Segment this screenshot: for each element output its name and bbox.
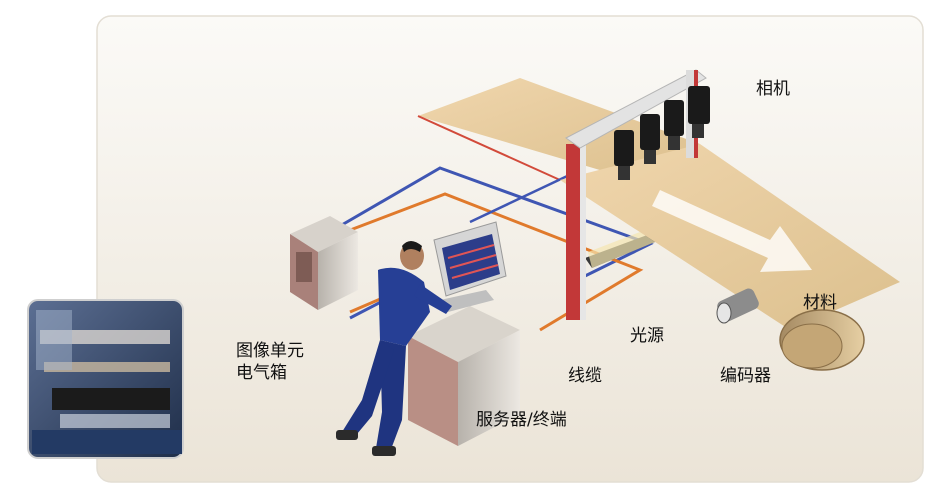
server-terminal-label: 服务器/终端 [476, 410, 567, 430]
camera-unit [688, 86, 710, 138]
material-roll-face [781, 323, 843, 369]
background-panel [96, 15, 924, 483]
image-unit-label-line1: 图像单元 [236, 341, 304, 361]
camera-unit [640, 114, 660, 164]
gantry-left-post [566, 144, 580, 320]
electrical-box-vent [296, 252, 312, 282]
material-label: 材料 [803, 293, 837, 313]
encoder-device [716, 288, 759, 324]
camera-array [614, 86, 710, 180]
camera-label: 相机 [756, 79, 790, 99]
operator-figure [336, 241, 452, 456]
light-source-label: 光源 [630, 326, 664, 346]
server-terminal [408, 221, 520, 446]
cable-orange [344, 192, 644, 332]
camera-unit [664, 100, 684, 150]
encoder-label: 编码器 [720, 366, 771, 386]
factory-photo-inset [27, 299, 184, 459]
light-beam [588, 232, 655, 268]
cable-label: 线缆 [568, 366, 602, 386]
image-unit-label: 图像单元 电气箱 [236, 340, 304, 384]
gantry-top-beam [565, 69, 707, 149]
electrical-box [290, 216, 358, 310]
image-unit-label-line2: 电气箱 [236, 363, 287, 383]
motion-arrow-icon [652, 190, 812, 272]
camera-unit [614, 130, 634, 180]
cable-to-terminal [469, 168, 581, 224]
material-edge-line [417, 115, 561, 181]
